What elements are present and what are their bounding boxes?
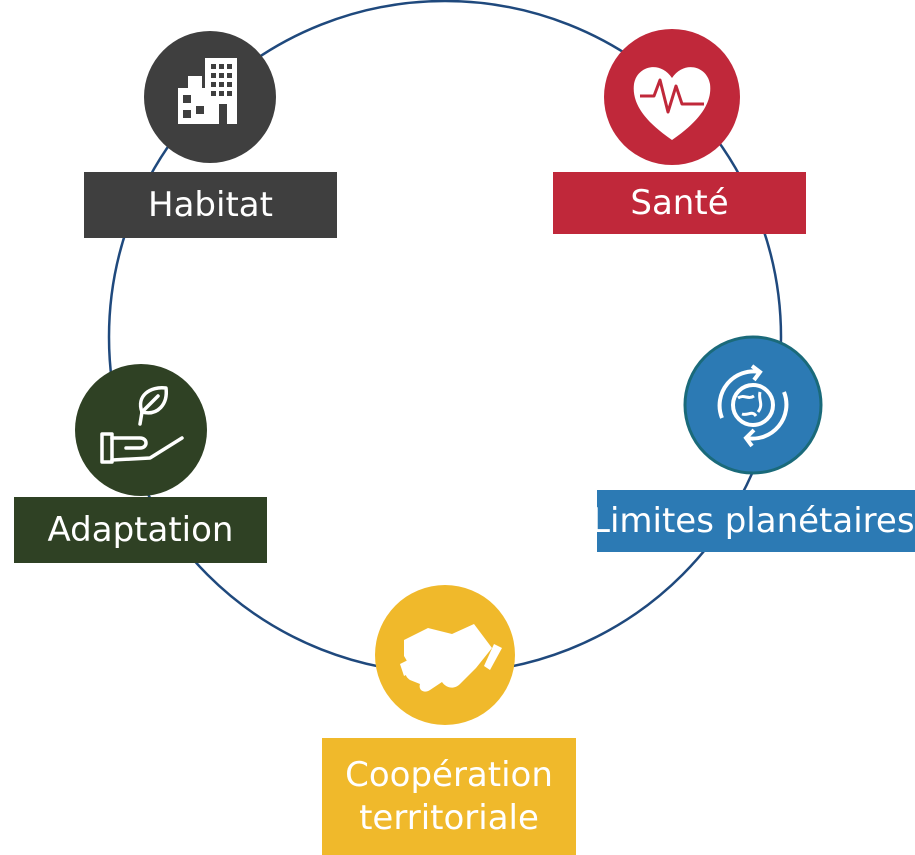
cooperation-label: Coopération territoriale [322,738,576,855]
adaptation-node [75,364,207,496]
building-icon [178,58,237,124]
adaptation-label-text: Adaptation [47,509,234,550]
habitat-node [144,31,276,163]
cooperation-label-line-2: territoriale [359,797,539,838]
cooperation-node [375,585,515,725]
limites-node [683,335,823,475]
heart-pulse-icon [633,67,711,140]
limites-label-text: Limites planétaires [597,500,915,541]
habitat-label-text: Habitat [148,184,273,225]
adaptation-label: Adaptation [14,497,267,563]
globe-cycle-icon [717,364,789,448]
sante-node [604,29,740,165]
handshake-icon [400,624,502,692]
habitat-label: Habitat [84,172,337,238]
cooperation-label-line-1: Coopération [345,755,553,795]
sante-label-text: Santé [630,182,729,223]
sante-label: Santé [553,172,806,234]
leaf-hand-icon [100,386,184,464]
limites-label: Limites planétaires [597,490,915,552]
